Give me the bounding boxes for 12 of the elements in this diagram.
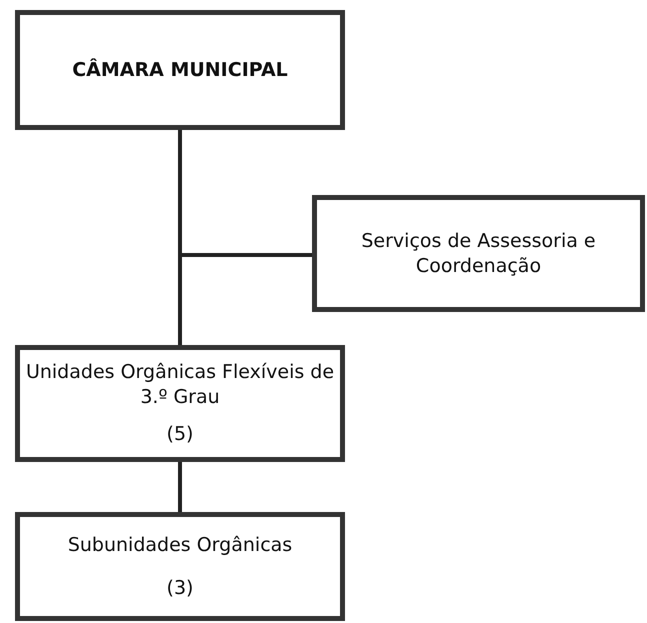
unit-name: Unidades Orgânicas Flexíveis de 3.º Grau [24,360,336,410]
connector-line [178,130,312,257]
org-unit-box [15,512,345,621]
org-unit-box [312,195,645,312]
unit-name: Subunidades Orgânicas [68,532,292,558]
unit-name: CÂMARA MUNICIPAL [72,58,288,82]
unit-name: Serviços de Assessoria e Coordenação [360,228,597,278]
org-unit-box [15,10,345,130]
org-unit-box [15,345,345,462]
unit-count: (5) [166,422,194,447]
connector-line [178,462,182,512]
unit-count: (3) [166,576,194,600]
